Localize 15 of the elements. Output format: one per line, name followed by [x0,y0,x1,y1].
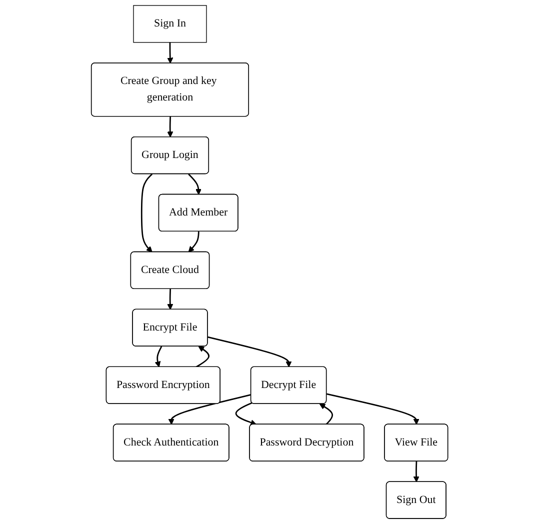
arrow [196,346,210,368]
arrow [236,402,257,426]
arrow [155,346,163,368]
arrow [320,404,334,425]
arrow [188,174,202,195]
arrow [168,289,174,310]
arrow [168,116,174,138]
arrow [141,174,153,252]
arrow [326,393,420,425]
arrow [414,461,420,482]
arrow [168,42,174,64]
arrow [188,232,200,252]
arrow [208,336,292,368]
node-box: Sign In [134,5,208,43]
arrow [168,394,252,425]
